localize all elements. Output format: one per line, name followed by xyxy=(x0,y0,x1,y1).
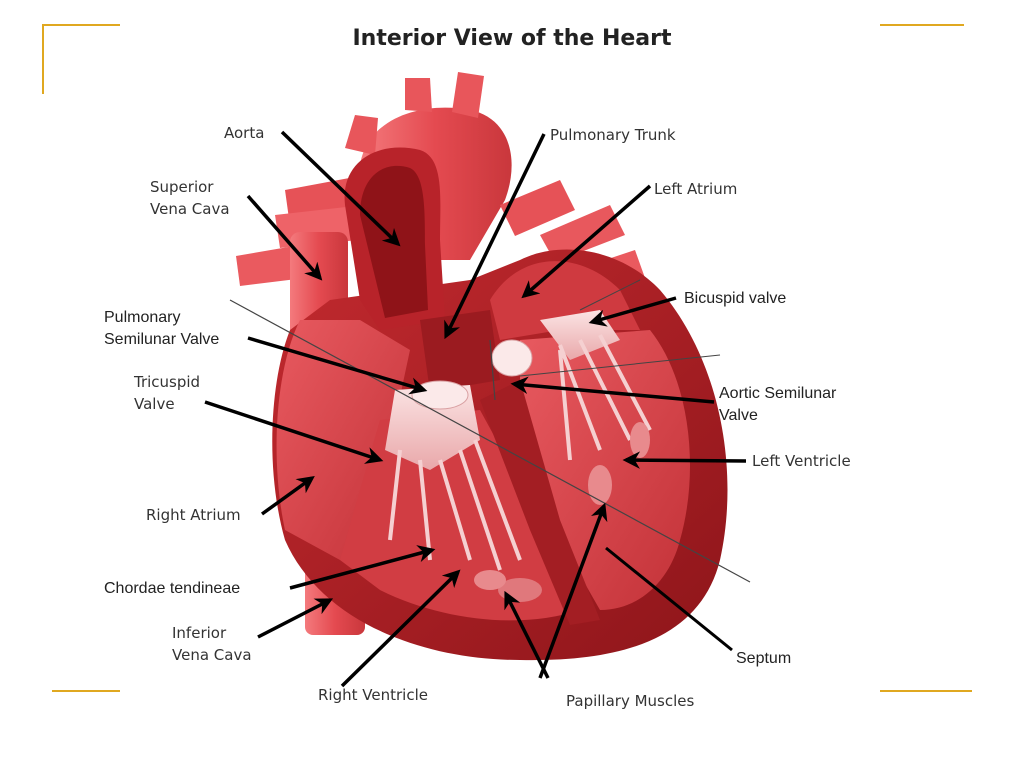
arrow-inferior-vena-cava xyxy=(257,598,334,639)
frame-corner-bottom-right-h xyxy=(880,690,972,692)
papillary-muscle-2 xyxy=(474,570,506,590)
arrow-left-ventricle xyxy=(622,451,747,469)
aorta-branch-1 xyxy=(345,115,378,155)
section-line-2 xyxy=(489,339,496,401)
label-pulmonary-semilunar-valve: Pulmonary Semilunar Valve xyxy=(104,309,220,348)
papillary-muscle-4 xyxy=(630,422,650,458)
arrow-left-atrium xyxy=(521,184,652,299)
arrow-aortic-semilunar-valve xyxy=(510,376,715,404)
frame-corner-bottom-left-h xyxy=(52,690,120,692)
pulmonary-trunk-shape xyxy=(420,310,500,392)
arrow-papillary-muscles-2 xyxy=(538,502,608,679)
aorta-branch-3 xyxy=(452,72,484,118)
arrow-superior-vena-cava xyxy=(246,194,323,281)
section-line-3 xyxy=(519,354,721,377)
label-chordae-tendineae: Chordae tendineae xyxy=(104,580,241,597)
septum-pointer xyxy=(605,546,733,652)
aorta-branch-2 xyxy=(405,78,432,112)
section-line-4 xyxy=(579,279,641,311)
frame-corner-top-left-h xyxy=(42,24,120,26)
arrow-pulmonary-trunk xyxy=(444,133,546,340)
label-superior-vena-cava: Superior Vena Cava xyxy=(150,178,230,218)
aortic-valve-shape xyxy=(491,339,533,377)
arrow-tricuspid-valve xyxy=(204,400,384,464)
pulmonary-vein-right-2 xyxy=(540,205,625,262)
label-right-ventricle: Right Ventricle xyxy=(318,686,428,704)
label-pulmonary-trunk: Pulmonary Trunk xyxy=(550,126,676,144)
pulmonary-vein-left xyxy=(236,245,305,286)
label-left-atrium: Left Atrium xyxy=(654,180,738,198)
label-bicuspid-valve: Bicuspid valve xyxy=(684,290,787,307)
arrow-aorta xyxy=(280,130,401,247)
label-left-ventricle: Left Ventricle xyxy=(752,452,851,470)
label-aorta: Aorta xyxy=(224,124,265,142)
arrow-bicuspid-valve xyxy=(588,296,677,327)
label-right-atrium: Right Atrium xyxy=(146,506,241,524)
chordae-right xyxy=(388,439,522,571)
arrow-chordae-tendineae xyxy=(289,545,436,590)
arrow-right-ventricle xyxy=(340,569,461,688)
label-tricuspid-valve: Tricuspid Valve xyxy=(134,373,201,413)
label-papillary-muscles: Papillary Muscles xyxy=(566,692,695,710)
papillary-muscle-3 xyxy=(588,465,612,505)
label-inferior-vena-cava: Inferior Vena Cava xyxy=(172,624,252,664)
label-aortic-semilunar-valve: Aortic Semilunar Valve xyxy=(719,385,837,424)
diagram-title: Interior View of the Heart xyxy=(352,26,672,51)
arrow-papillary-muscles-1 xyxy=(504,590,550,679)
pulmonary-vein-right-1 xyxy=(500,180,575,236)
septum-wall xyxy=(480,380,600,625)
label-septum: Septum xyxy=(736,650,792,667)
arrow-right-atrium xyxy=(260,475,315,516)
section-line-1 xyxy=(229,299,751,583)
chordae-left xyxy=(558,334,652,461)
arrow-pulmonary-semilunar-valve xyxy=(247,336,428,395)
frame-corner-top-right-h xyxy=(880,24,964,26)
pointer-arrows xyxy=(204,130,747,688)
frame-corner-top-left-v xyxy=(42,24,44,94)
pulmonary-valve-shape xyxy=(411,380,469,410)
